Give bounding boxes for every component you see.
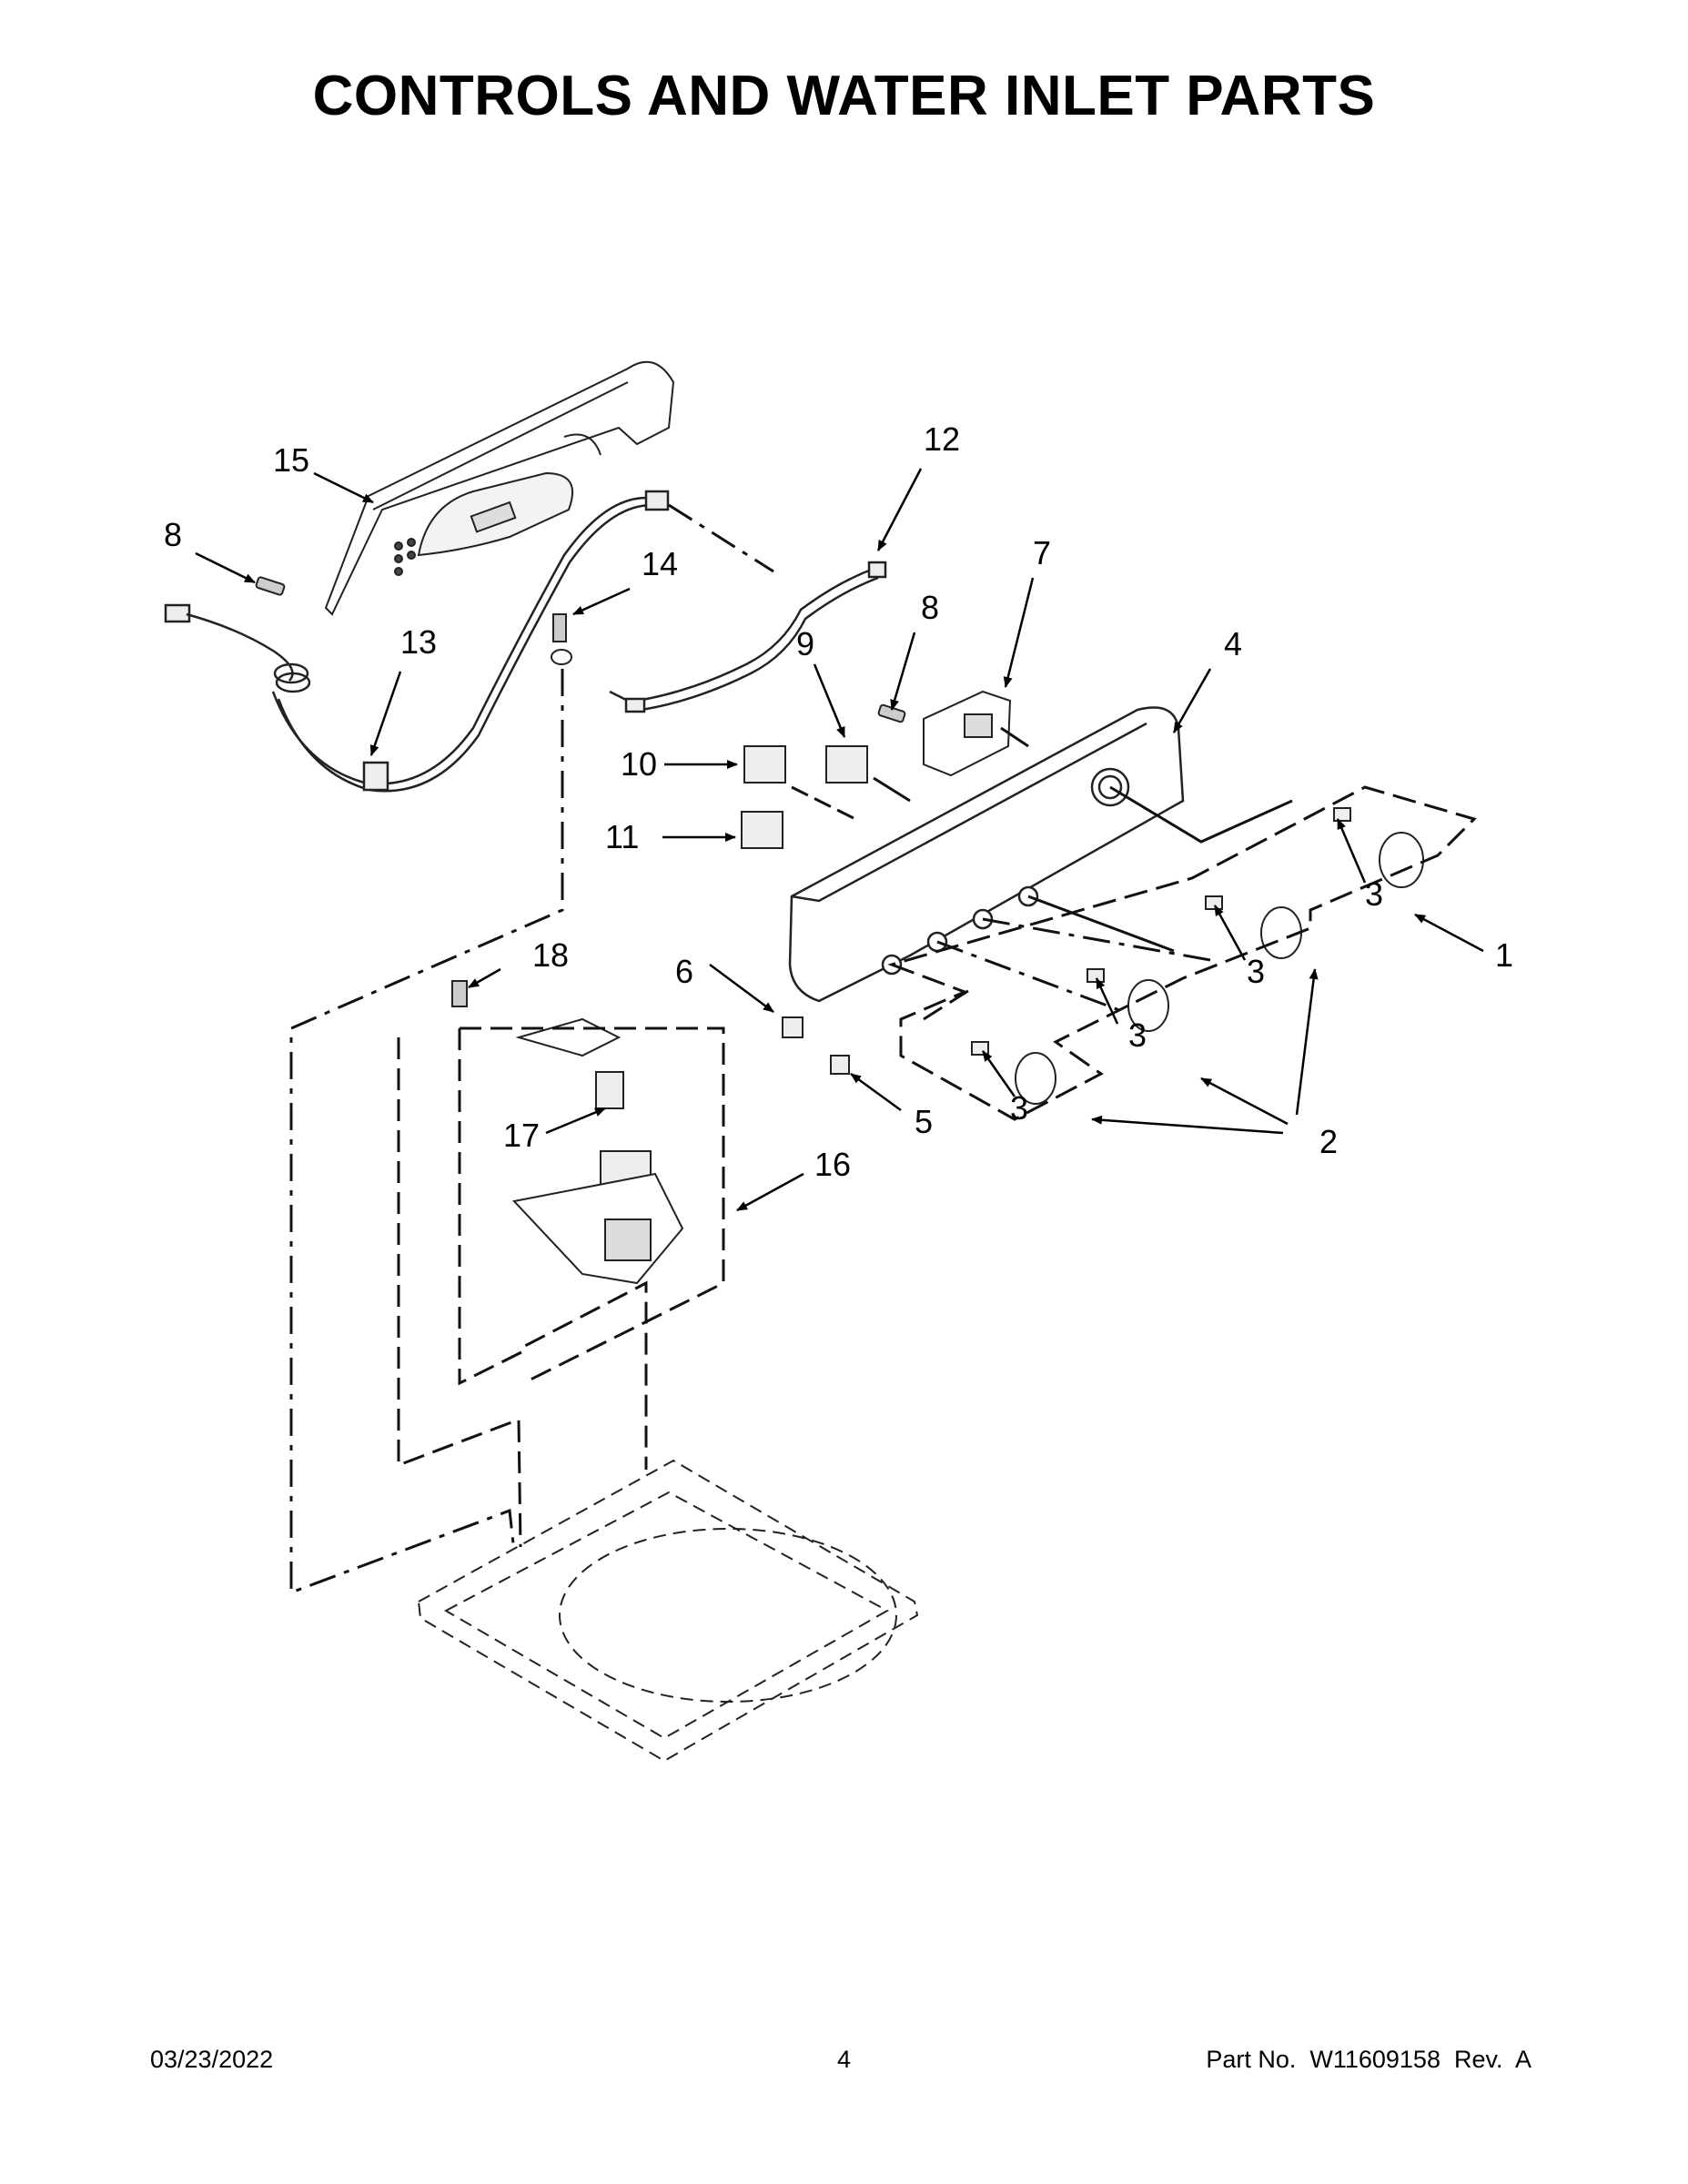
- callout-9: 9: [796, 625, 814, 662]
- callout-3-a: 3: [1365, 875, 1383, 913]
- callout-4: 4: [1224, 625, 1242, 662]
- ground-screw-part-14: [551, 613, 572, 665]
- power-cord-part-13: [164, 490, 670, 793]
- callout-7: 7: [1033, 534, 1051, 571]
- callout-13: 13: [400, 623, 437, 661]
- callout-arrows: [195, 468, 1484, 1212]
- callout-8-right: 8: [921, 589, 939, 626]
- callout-16: 16: [814, 1146, 851, 1183]
- callout-3-c: 3: [1128, 1016, 1147, 1054]
- screw-part-18: [451, 980, 468, 1007]
- clips-parts-5-6: [782, 1016, 850, 1075]
- callout-3-b: 3: [1247, 953, 1265, 990]
- callout-17: 17: [503, 1117, 540, 1154]
- footer-part-number: Part No. W11609158 Rev. A: [1206, 2046, 1531, 2073]
- rear-panel-part-15: [324, 360, 675, 616]
- callout-12: 12: [924, 420, 960, 458]
- switches-parts-9-10-11: [741, 745, 868, 849]
- callout-3-d: 3: [1010, 1089, 1028, 1127]
- callout-8-left: 8: [164, 516, 182, 553]
- callout-10: 10: [621, 745, 657, 783]
- callout-2: 2: [1319, 1123, 1338, 1160]
- footer-page-number: 4: [836, 2046, 852, 2073]
- callout-11: 11: [605, 818, 639, 855]
- callout-1: 1: [1495, 936, 1513, 974]
- footer-date: 03/23/2022: [150, 2046, 274, 2073]
- wire-harness-part-12: [609, 561, 887, 713]
- callout-6: 6: [675, 953, 693, 990]
- console-part-4: [788, 706, 1185, 1003]
- callout-14: 14: [642, 545, 678, 582]
- control-board-part-7: [923, 690, 1012, 777]
- callout-5: 5: [915, 1103, 933, 1140]
- callout-15: 15: [273, 441, 309, 479]
- knobs-parts-1-2-3: [971, 807, 1424, 1105]
- screw-part-8: [255, 576, 906, 723]
- callout-18: 18: [532, 936, 569, 974]
- callout-labels: 15 8 13 14 12 8 7 4 9 10 11 1 3 3 3 3 2 …: [164, 420, 1513, 1183]
- page-title: CONTROLS AND WATER INLET PARTS: [312, 65, 1376, 127]
- washer-top-frame: [417, 1459, 919, 1763]
- leader-lines: [289, 503, 1477, 1595]
